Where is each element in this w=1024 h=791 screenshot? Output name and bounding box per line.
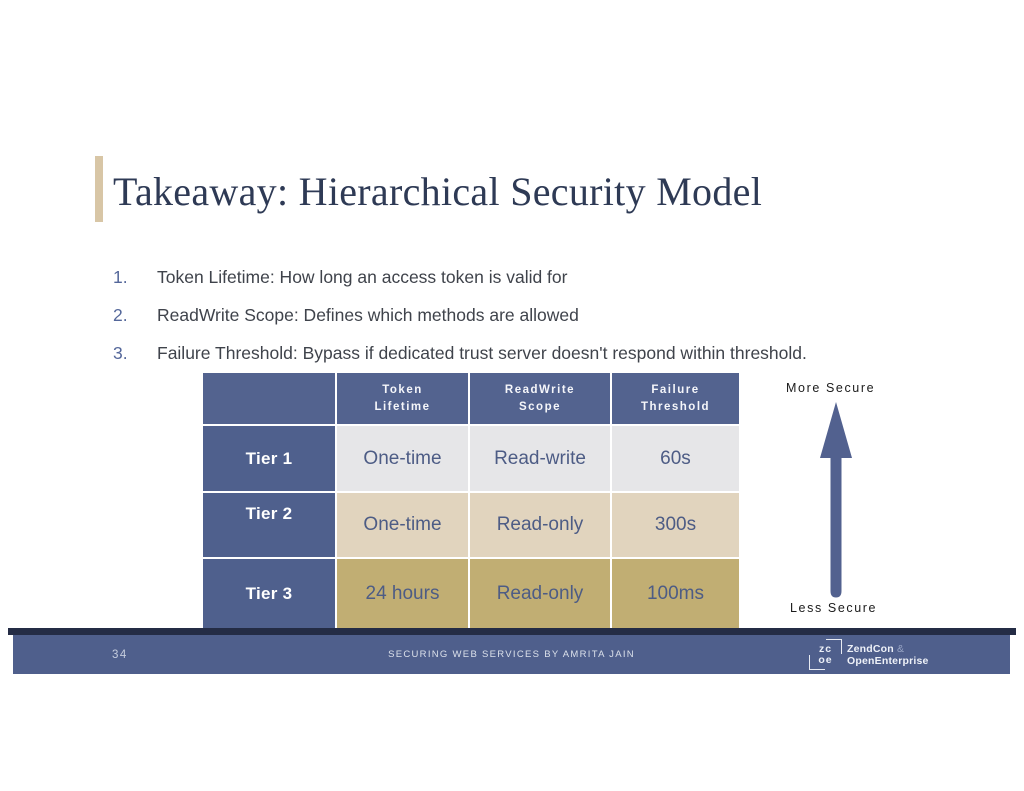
tier3-threshold-cell: 100ms [612, 559, 739, 629]
header-line: Scope [518, 400, 561, 413]
tier1-scope-cell: Read-write [470, 426, 610, 491]
footer-top-strip [8, 628, 1016, 635]
table-header-token-lifetime: Token Lifetime [337, 373, 468, 424]
table-header-readwrite-scope: ReadWrite Scope [470, 373, 610, 424]
list-item-number: 1. [113, 267, 128, 287]
table-header-corner-cell [203, 373, 335, 424]
logo-line2: OpenEnterprise [847, 654, 929, 667]
less-secure-label: Less Secure [790, 601, 878, 615]
list-item: 3. Failure Threshold: Bypass if dedicate… [113, 342, 953, 364]
list-item: 1. Token Lifetime: How long an access to… [113, 266, 953, 288]
zcoe-logo-icon: zc oe [809, 639, 842, 670]
security-tier-table: Token Lifetime ReadWrite Scope Failure T… [203, 373, 739, 629]
logo-wordmark: ZendCon & OpenEnterprise [847, 643, 929, 667]
header-line: Token [382, 383, 423, 396]
list-item-text: ReadWrite Scope: Defines which methods a… [157, 305, 579, 325]
header-line: Lifetime [374, 400, 431, 413]
zendcon-openenterprise-logo: zc oe ZendCon & OpenEnterprise [809, 635, 929, 674]
up-arrow-icon [820, 402, 852, 598]
tier1-token-lifetime-cell: One-time [337, 426, 468, 491]
logo-line1: ZendCon [847, 642, 894, 655]
footer-bar: 34 SECURING WEB SERVICES BY AMRITA JAIN … [13, 635, 1010, 674]
tier3-scope-cell: Read-only [470, 559, 610, 629]
tier1-threshold-cell: 60s [612, 426, 739, 491]
logo-icon-text: zc [818, 642, 833, 655]
slide-title: Takeaway: Hierarchical Security Model [113, 169, 763, 214]
list-item: 2. ReadWrite Scope: Defines which method… [113, 304, 953, 326]
list-item-text: Token Lifetime: How long an access token… [157, 267, 568, 287]
logo-bracket-top [826, 639, 842, 654]
logo-bracket-bottom [809, 655, 825, 670]
list-item-number: 2. [113, 305, 128, 325]
list-item-text: Failure Threshold: Bypass if dedicated t… [157, 343, 807, 363]
page-number: 34 [112, 648, 128, 661]
table-header-failure-threshold: Failure Threshold [612, 373, 739, 424]
tier2-token-lifetime-cell: One-time [337, 493, 468, 557]
tier2-label-cell: Tier 2 [203, 493, 335, 557]
header-line: Threshold [640, 400, 711, 413]
title-accent-bar [95, 156, 103, 222]
logo-icon-text: oe [818, 653, 833, 666]
logo-ampersand: & [897, 642, 905, 655]
tier2-scope-cell: Read-only [470, 493, 610, 557]
tier3-token-lifetime-cell: 24 hours [337, 559, 468, 629]
header-line: ReadWrite [504, 383, 576, 396]
more-secure-label: More Secure [786, 381, 876, 395]
tier1-label-cell: Tier 1 [203, 426, 335, 491]
tier2-threshold-cell: 300s [612, 493, 739, 557]
numbered-list: 1. Token Lifetime: How long an access to… [113, 266, 953, 380]
footer-deck-title: SECURING WEB SERVICES BY AMRITA JAIN [388, 649, 635, 660]
tier3-label-cell: Tier 3 [203, 559, 335, 629]
list-item-number: 3. [113, 343, 128, 363]
header-line: Failure [651, 383, 700, 396]
